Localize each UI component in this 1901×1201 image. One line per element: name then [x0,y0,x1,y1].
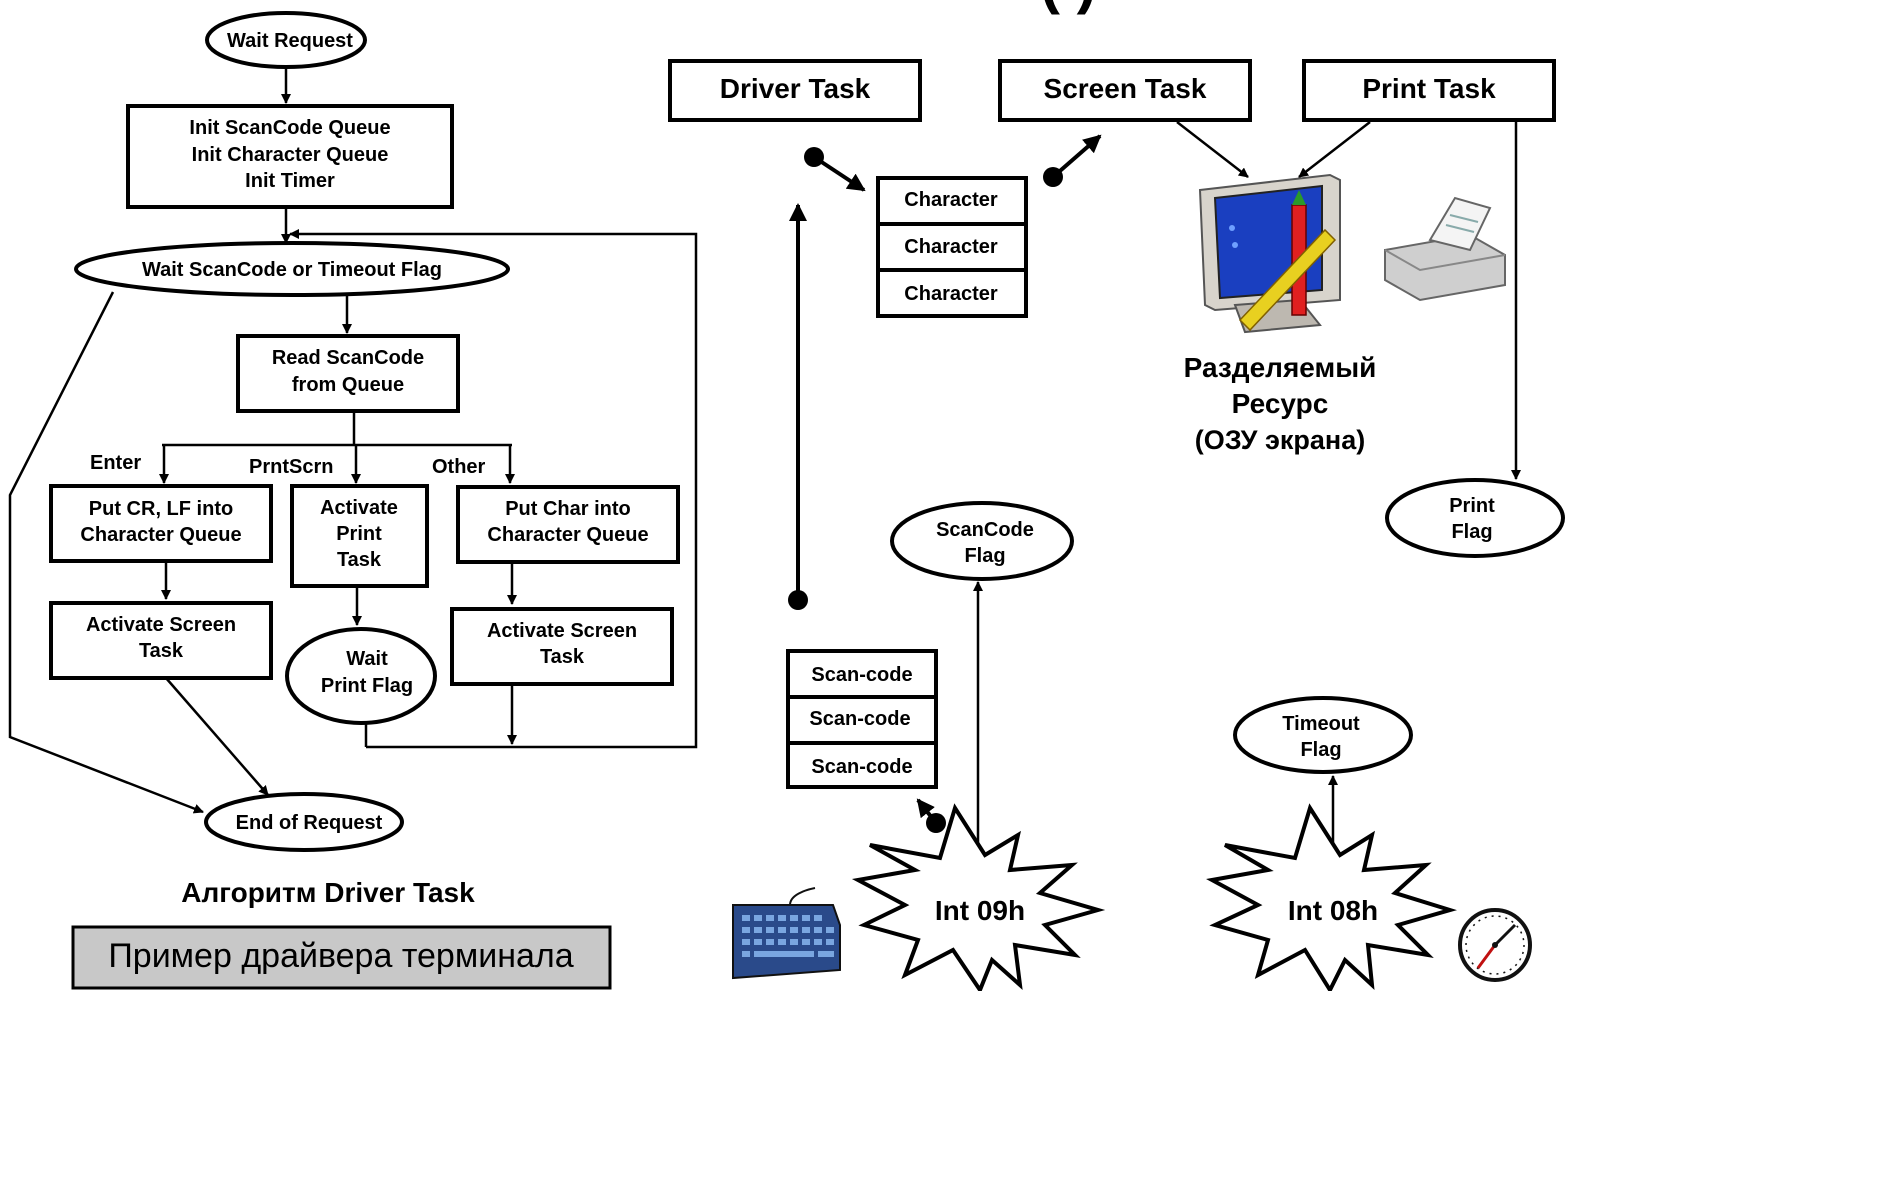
shared-resource-line-1: Разделяемый [1184,352,1377,383]
put-char-line-1: Put Char into [505,498,631,520]
svg-text:( ): ( ) [1040,0,1097,15]
scancode-flag-line-1: ScanCode [936,519,1034,541]
put-crlf-line-2: Character Queue [80,524,241,546]
wait-request-label: Wait Request [227,30,353,52]
print-flag-line-2: Flag [1451,521,1492,543]
int09-label: Int 09h [935,895,1025,926]
scancode-queue-item: Scan-code [811,756,912,778]
init-line-2: Init Character Queue [192,144,389,166]
footer-label-box: Пример драйвера терминала [71,925,612,990]
init-line-3: Init Timer [245,170,335,192]
activate-print-node: Activate Print Task [290,484,429,588]
scancode-flag-node: ScanCode Flag [890,501,1074,581]
scancode-flag-line-2: Flag [964,545,1005,567]
activate-print-line-2: Print [336,523,382,545]
flowchart-caption: Алгоритм Driver Task [181,877,475,908]
branch-other-label: Other [432,456,486,478]
int09-burst: Int 09h [851,803,1106,991]
put-char-line-2: Character Queue [487,524,648,546]
shared-resource-line-3: (ОЗУ экрана) [1195,425,1365,455]
shared-resource-line-2: Ресурс [1232,388,1329,419]
wait-print-flag-line-1: Wait [346,648,388,670]
footer-label: Пример драйвера терминала [108,937,573,975]
wait-print-flag-line-2: Print Flag [321,675,413,697]
wait-scancode-label: Wait ScanCode or Timeout Flag [142,259,442,281]
driver-task-box: Driver Task [668,59,922,122]
printer-icon [1384,196,1506,302]
screen-task-label: Screen Task [1044,73,1207,104]
int08-label: Int 08h [1288,895,1378,926]
driver-task-label: Driver Task [720,73,871,104]
init-node: Init ScanCode Queue Init Character Queue… [126,104,454,209]
int08-burst: Int 08h [1206,803,1457,991]
header-fragment: ( ) [1040,0,1097,15]
end-request-node: End of Request [204,792,404,852]
read-line-1: Read ScanCode [272,347,424,369]
character-queue-item: Character [904,189,998,211]
activate-screen-right-node: Activate Screen Task [450,607,674,686]
clock-icon [1458,908,1532,982]
activate-screen-left-line-2: Task [139,640,184,662]
end-request-label: End of Request [236,812,383,834]
branch-enter-label: Enter [90,452,141,474]
screen-task-box: Screen Task [998,59,1252,122]
wait-print-flag-node: Wait Print Flag [285,627,437,725]
print-task-box: Print Task [1302,59,1556,122]
flowchart: Wait Request Init ScanCode Queue Init Ch… [8,11,698,990]
put-crlf-line-1: Put CR, LF into [89,498,233,520]
scancode-queue-item: Scan-code [811,664,912,686]
scancode-queue-item: Scan-code [809,708,910,730]
character-queue: Character Character Character [876,176,1028,318]
keyboard-icon [732,887,841,980]
system-diagram: Driver Task Screen Task Print Task Chara… [668,59,1565,991]
timeout-flag-node: Timeout Flag [1233,696,1413,774]
activate-screen-right-line-2: Task [540,646,585,668]
branch-prntscrn-label: PrntScrn [249,456,333,478]
print-flag-node: Print Flag [1385,478,1565,558]
activate-print-line-3: Task [337,549,382,571]
init-line-1: Init ScanCode Queue [189,117,390,139]
wait-scancode-node: Wait ScanCode or Timeout Flag [74,241,510,297]
print-flag-line-1: Print [1449,495,1495,517]
read-scancode-node: Read ScanCode from Queue [236,334,460,413]
monitor-icon [1198,173,1341,334]
print-task-label: Print Task [1362,73,1496,104]
timeout-flag-line-1: Timeout [1282,713,1360,735]
activate-screen-left-node: Activate Screen Task [49,601,273,680]
activate-screen-right-line-1: Activate Screen [487,620,637,642]
character-queue-item: Character [904,236,998,258]
put-char-node: Put Char into Character Queue [456,485,680,564]
character-queue-item: Character [904,283,998,305]
activate-screen-left-line-1: Activate Screen [86,614,236,636]
wait-request-node: Wait Request [205,11,367,69]
timeout-flag-line-2: Flag [1300,739,1341,761]
diagram-canvas: ( ) Wait Request Init ScanCode Queue Ini… [8,0,1565,991]
activate-print-line-1: Activate [320,497,398,519]
scancode-queue: Scan-code Scan-code Scan-code [786,649,938,789]
read-line-2: from Queue [292,374,404,396]
put-crlf-node: Put CR, LF into Character Queue [49,484,273,563]
